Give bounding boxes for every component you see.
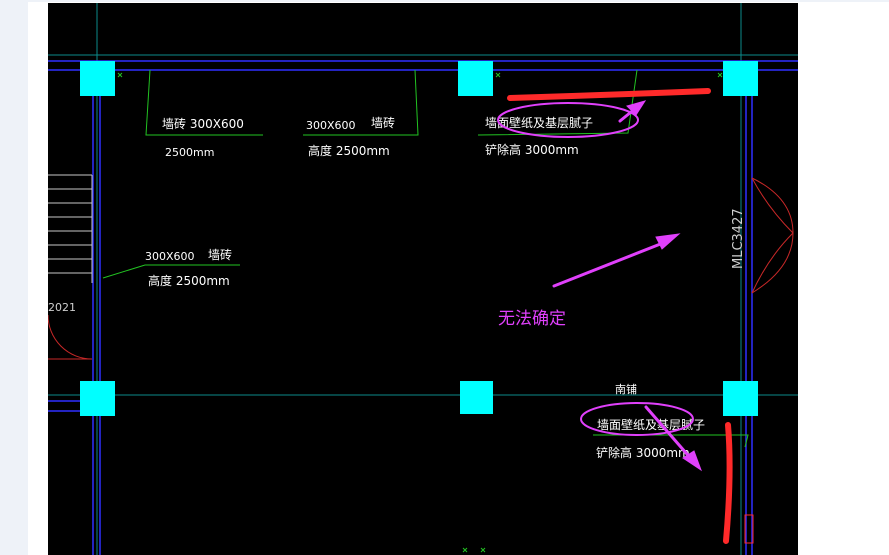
label-skirting-1: 铲除高 3000mm [485,142,579,157]
annotation-ellipse-top [497,102,639,138]
arrow-middle-head [655,233,681,250]
top-border [28,0,889,2]
label-door-code: MLC3427 [731,208,746,269]
arrow-bottom-shaft [644,405,695,463]
column-bottom-right [723,381,758,416]
label-size-2: 300X600 [306,119,356,132]
label-side-code: 2021 [48,301,76,314]
column-top-left [80,61,115,96]
column-top-middle [458,61,493,96]
label-size-3: 300X600 [145,250,195,263]
left-panel-strip [0,0,28,555]
red-markup-top [507,88,711,101]
small-markers [117,72,723,553]
arrow-bottom-head [682,450,702,472]
column-bottom-left [80,381,115,416]
leader-wall-tile-1 [145,69,263,136]
label-height-1: 2500mm [165,146,214,159]
staircase [48,174,93,283]
label-wallpaper-2: 墙面壁纸及基层腻子 [597,417,705,432]
red-marker-box [744,514,754,544]
annotation-ellipse-bottom [580,402,694,436]
label-wall-tile-1: 墙砖 300X600 [162,116,244,131]
cad-svg: 墙砖 300X600 2500mm 300X600 墙砖 高度 2500mm 墙… [48,3,798,555]
red-markup-right [723,422,733,544]
column-bottom-middle [460,381,493,414]
left-door-swing [48,314,93,360]
label-wall-tile-3: 墙砖 [208,247,232,262]
label-skirting-2: 铲除高 3000mm [596,445,690,460]
label-small: 南铺 [615,383,637,396]
leader-wall-tile-3 [102,264,240,279]
label-wall-tile-2: 墙砖 [371,115,395,130]
cad-drawing-canvas[interactable]: 墙砖 300X600 2500mm 300X600 墙砖 高度 2500mm 墙… [48,3,798,555]
label-wallpaper-1: 墙面壁纸及基层腻子 [485,115,593,130]
leader-wall-tile-2 [303,69,419,136]
column-top-right [723,61,758,96]
label-height-3: 高度 2500mm [148,273,230,288]
arrow-top-head [626,100,647,116]
arrow-middle-shaft [552,239,670,288]
right-door-swing [751,177,794,294]
label-height-2: 高度 2500mm [308,143,390,158]
annotation-cannot-determine: 无法确定 [498,309,566,329]
